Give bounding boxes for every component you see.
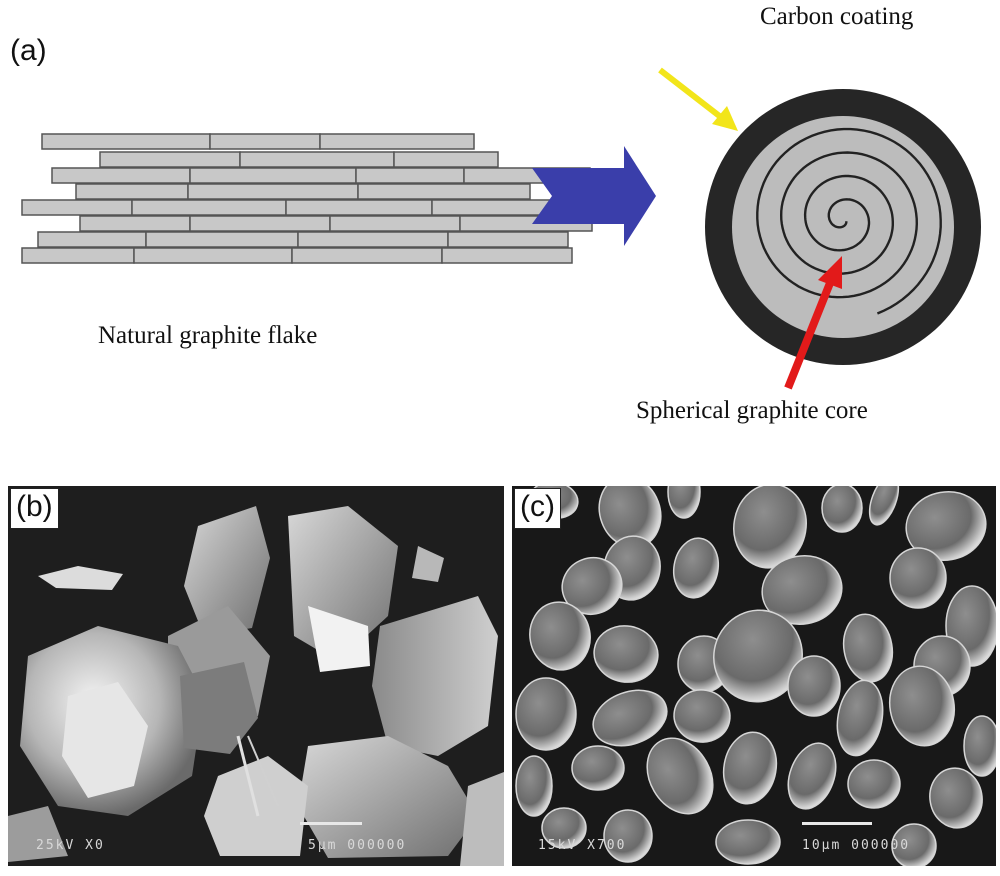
sem-readout-right: 10μm 000000	[802, 838, 911, 853]
graphite-particle	[715, 819, 781, 865]
graphite-particle	[529, 601, 591, 671]
graphite-particle	[515, 677, 577, 751]
graphite-particle	[592, 689, 668, 747]
graphite-sheet	[79, 215, 191, 232]
graphite-flake-stack	[21, 133, 593, 264]
graphite-sheet	[145, 231, 299, 248]
graphite-sheet	[187, 183, 359, 200]
panel-a-label: (a)	[10, 34, 47, 67]
graphite-sheet	[133, 247, 293, 264]
graphite-particle	[787, 742, 837, 810]
graphite-sheet	[21, 199, 133, 216]
graphite-sheet	[239, 151, 395, 168]
graphite-particle	[561, 557, 623, 615]
graphite-sheet	[357, 183, 531, 200]
graphite-particle	[603, 809, 653, 863]
graphite-sheet	[37, 231, 147, 248]
graphite-sheet	[319, 133, 475, 150]
graphite-particle	[821, 486, 863, 533]
graphite-particle	[842, 613, 894, 683]
scale-bar	[300, 822, 362, 825]
graphite-sheet	[41, 133, 211, 150]
graphite-sheet	[355, 167, 465, 184]
flake-micrograph-drawing	[8, 486, 504, 866]
sem-readout-right: 5μm 000000	[308, 838, 407, 853]
panel-c-label: (c)	[514, 488, 561, 529]
graphite-particle	[571, 745, 625, 791]
graphite-particle	[868, 486, 900, 526]
graphite-sheet	[189, 215, 331, 232]
graphite-particle	[891, 823, 937, 866]
graphite-particle	[761, 555, 843, 625]
scale-bar	[802, 822, 872, 825]
spherical-particle-micrograph-drawing	[512, 486, 996, 866]
core-caption: Spherical graphite core	[636, 397, 868, 424]
graphite-particle	[847, 759, 901, 809]
graphite-sheet	[189, 167, 357, 184]
graphite-sheet	[291, 247, 443, 264]
flake-caption: Natural graphite flake	[98, 322, 318, 349]
graphite-sheet	[285, 199, 433, 216]
sem-readout-left: 15kV X700	[538, 838, 627, 853]
sem-readout-left: 25kV X0	[36, 838, 105, 853]
graphite-particle	[593, 625, 659, 683]
graphite-particle	[667, 486, 701, 519]
core-pointer	[784, 256, 842, 390]
graphite-particle	[541, 807, 587, 849]
graphite-sheet	[441, 247, 573, 264]
carbon-coating-pointer	[658, 67, 738, 131]
graphite-sheet	[447, 231, 569, 248]
process-arrow	[532, 146, 656, 246]
graphite-particle	[905, 491, 987, 561]
graphite-sheet	[393, 151, 499, 168]
graphite-sheet	[75, 183, 189, 200]
schematic-diagram	[21, 67, 981, 390]
graphite-particle	[673, 689, 731, 743]
graphite-sheet	[21, 247, 135, 264]
graphite-spiral-layers	[756, 127, 942, 315]
graphite-particle	[646, 737, 714, 815]
graphite-sheet	[209, 133, 321, 150]
graphite-particle	[722, 731, 778, 805]
graphite-sheet	[329, 215, 461, 232]
graphite-particle	[515, 755, 553, 817]
graphite-particle	[929, 767, 983, 829]
sem-image-flakes: 25kV X0 5μm 000000 (b)	[8, 486, 504, 866]
graphite-particle	[963, 715, 996, 777]
graphite-particle	[836, 679, 884, 757]
graphite-particle	[889, 547, 947, 609]
graphite-sheet	[131, 199, 287, 216]
graphite-particle	[787, 655, 841, 717]
coating-caption: Carbon coating	[760, 3, 914, 30]
graphite-particle	[888, 665, 956, 747]
graphite-particle	[672, 537, 720, 599]
graphite-particle	[733, 486, 807, 569]
graphite-sheet	[99, 151, 241, 168]
graphite-sheet	[297, 231, 449, 248]
graphite-sheet	[51, 167, 191, 184]
sem-image-spheres: 15kV X700 10μm 000000 (c)	[512, 486, 996, 866]
panel-b-label: (b)	[10, 488, 59, 529]
